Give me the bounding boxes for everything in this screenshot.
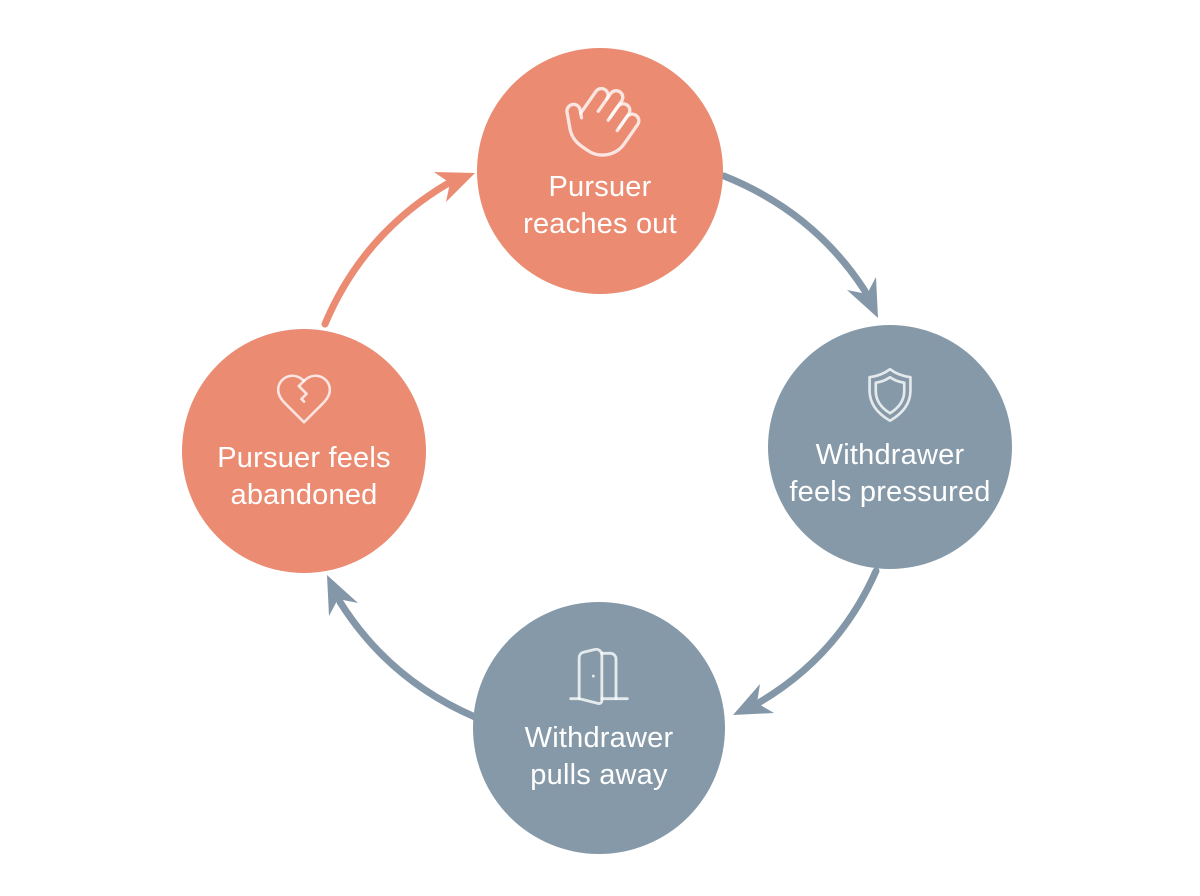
- node-label-line2: feels pressured: [789, 476, 991, 508]
- node-label-line1: Pursuer: [548, 170, 652, 203]
- arrow-left-to-top-head: [434, 172, 475, 202]
- node-label: Pursuer reaches out: [523, 169, 677, 243]
- node-label: Withdrawer feels pressured: [789, 437, 990, 511]
- open-door-icon: [569, 647, 629, 705]
- arrow-top-to-right: [720, 172, 878, 318]
- arrow-bottom-to-left: [327, 575, 479, 721]
- waving-hand-icon: [565, 86, 641, 157]
- node-label: Pursuer feels abandoned: [217, 440, 390, 514]
- node-label-line2: pulls away: [530, 759, 668, 791]
- node-content: Pursuer reaches out: [523, 79, 677, 243]
- node-label-line1: Withdrawer: [815, 438, 965, 471]
- arrow-right-to-bottom: [733, 567, 880, 715]
- arrow-bottom-to-left-head: [327, 575, 358, 616]
- node-label-line1: Pursuer feels: [217, 441, 391, 474]
- node-pursuer-feels-abandoned: Pursuer feels abandoned: [182, 329, 426, 573]
- arrow-top-to-right-head: [847, 277, 878, 318]
- node-content: Withdrawer feels pressured: [789, 363, 990, 511]
- arrow-left-to-top-curve: [321, 180, 451, 328]
- broken-heart-icon: [276, 374, 332, 424]
- arrow-right-to-bottom-head: [733, 684, 774, 715]
- node-label: Withdrawer pulls away: [525, 720, 674, 794]
- node-label-line2: reaches out: [523, 208, 677, 240]
- node-label-line1: Withdrawer: [524, 721, 674, 754]
- node-pursuer-reaches-out: Pursuer reaches out: [477, 48, 723, 294]
- shield-icon: [868, 367, 912, 423]
- arrow-bottom-to-left-curve: [336, 598, 479, 721]
- node-label-line2: abandoned: [230, 479, 378, 511]
- arrow-left-to-top: [321, 172, 475, 328]
- node-withdrawer-pulls-away: Withdrawer pulls away: [473, 602, 725, 854]
- arrow-right-to-bottom-curve: [756, 567, 880, 706]
- arrow-top-to-right-curve: [720, 172, 869, 295]
- node-content: Pursuer feels abandoned: [217, 368, 391, 514]
- node-withdrawer-feels-pressured: Withdrawer feels pressured: [768, 325, 1012, 569]
- node-content: Withdrawer pulls away: [525, 642, 674, 794]
